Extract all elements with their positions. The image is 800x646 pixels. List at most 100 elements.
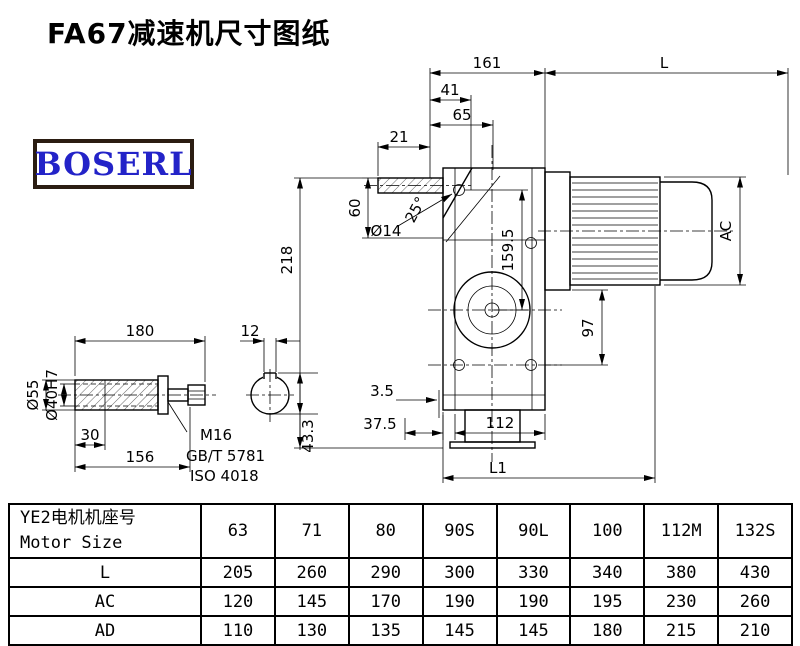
dim-dia55: Ø55 — [24, 379, 75, 411]
dim-180-label: 180 — [126, 322, 155, 340]
dim-dia14: Ø14 — [371, 193, 453, 240]
dim-180: 180 — [74, 322, 206, 382]
table-cell: 145 — [273, 586, 350, 617]
motor — [538, 171, 734, 291]
table-cell: 210 — [717, 615, 793, 646]
table-cell: 132S — [717, 503, 793, 559]
dim-65-label: 65 — [452, 106, 471, 124]
technical-drawing: 161 L 41 65 21 60 — [24, 54, 789, 485]
dim-112-label: 112 — [486, 414, 515, 432]
row-label: AD — [8, 615, 202, 646]
dim-3_5: 3.5 — [370, 382, 440, 418]
dim-AC: AC — [664, 176, 746, 286]
dim-37_5-label: 37.5 — [363, 415, 396, 433]
dim-97: 97 — [545, 289, 608, 366]
table-cell: 380 — [643, 557, 720, 588]
dim-L1: L1 — [442, 286, 656, 483]
dim-156: 156 — [74, 407, 191, 472]
dim-41: 41 — [429, 81, 472, 190]
dim-L: L — [544, 54, 789, 175]
dim-AC-label: AC — [717, 221, 735, 241]
dim-dia40: Ø40H7 — [43, 369, 75, 421]
dim-41-label: 41 — [440, 81, 459, 99]
table-cell: 190 — [495, 586, 572, 617]
dim-angle25-label: 25° — [401, 194, 429, 226]
table-cell: 90L — [495, 503, 572, 559]
table-cell: 100 — [569, 503, 646, 559]
input-shaft — [364, 177, 472, 194]
shaft-detail-view: 180 Ø55 Ø40H7 30 156 M16 — [24, 322, 318, 485]
dim-dia55-label: Ø55 — [24, 380, 42, 411]
dim-37_5: 37.5 — [363, 412, 444, 440]
dim-30: 30 — [74, 410, 106, 450]
table-cell: 260 — [717, 586, 793, 617]
dim-12: 12 — [240, 322, 300, 372]
dim-159_5-label: 159.5 — [499, 229, 517, 272]
dim-L-label: L — [660, 54, 669, 72]
gearbox-housing — [428, 145, 562, 462]
logo-text: BOSERL — [34, 145, 193, 183]
row-label: AC — [8, 586, 202, 617]
dim-60-label: 60 — [346, 198, 364, 217]
dim-L1-label: L1 — [489, 459, 507, 477]
table-cell: 190 — [421, 586, 498, 617]
table-cell: 80 — [347, 503, 424, 559]
table-cell: 145 — [421, 615, 498, 646]
table-cell: 120 — [200, 586, 276, 617]
table-row-AD: AD 110 130 135 145 145 180 215 210 — [8, 615, 793, 646]
table-cell: 71 — [273, 503, 350, 559]
bolt-standard-iso-label: ISO 4018 — [190, 467, 259, 485]
table-cell: 170 — [347, 586, 424, 617]
table-cell: 135 — [347, 615, 424, 646]
table-cell: 340 — [569, 557, 646, 588]
boserl-logo: BOSERL — [33, 139, 194, 189]
table-cell: 180 — [569, 615, 646, 646]
dim-112: 112 — [454, 414, 546, 440]
keyway-section — [246, 369, 294, 422]
table-cell: 110 — [200, 615, 276, 646]
main-view: 161 L 41 65 21 60 — [278, 54, 789, 483]
page-title: FA67减速机尺寸图纸 — [47, 17, 331, 50]
hollow-shaft-section — [58, 375, 216, 415]
table-cell: 430 — [717, 557, 793, 588]
dim-218-label: 218 — [278, 246, 296, 275]
table-cell: 290 — [347, 557, 424, 588]
table-cell: 90S — [421, 503, 498, 559]
dim-97-label: 97 — [579, 318, 597, 337]
dim-159_5: 159.5 — [465, 189, 528, 311]
dim-43_3: 43.3 — [272, 372, 318, 453]
thread-size-label: M16 — [200, 426, 232, 444]
table-header-line1: YE2电机机座号 — [20, 508, 136, 529]
dim-21-label: 21 — [389, 128, 408, 146]
dim-dia40-label: Ø40H7 — [43, 369, 61, 421]
table-row-AC: AC 120 145 170 190 190 195 230 260 — [8, 586, 793, 617]
row-label: L — [8, 557, 202, 588]
dim-60: 60 — [346, 177, 443, 239]
dim-21: 21 — [377, 128, 430, 176]
dim-161-label: 161 — [473, 54, 502, 72]
table-row-L: L 205 260 290 300 330 340 380 430 — [8, 557, 793, 588]
table-cell: 260 — [273, 557, 350, 588]
table-cell: 215 — [643, 615, 720, 646]
dim-156-label: 156 — [126, 448, 155, 466]
table-cell: 112M — [643, 503, 720, 559]
table-cell: 63 — [200, 503, 276, 559]
bolt-standard-gb-label: GB/T 5781 — [186, 447, 265, 465]
dim-65: 65 — [429, 106, 494, 170]
dim-12-label: 12 — [240, 322, 259, 340]
table-cell: 330 — [495, 557, 572, 588]
table-cell: 205 — [200, 557, 276, 588]
dim-dia14-label: Ø14 — [371, 222, 402, 240]
table-cell: 230 — [643, 586, 720, 617]
dim-30-label: 30 — [80, 426, 99, 444]
table-header-label: YE2电机机座号 Motor Size — [8, 503, 202, 559]
table-row-header: YE2电机机座号 Motor Size 63 71 80 90S 90L 100… — [8, 503, 793, 559]
table-header-line2: Motor Size — [20, 533, 123, 553]
motor-size-table: YE2电机机座号 Motor Size 63 71 80 90S 90L 100… — [8, 503, 793, 646]
dim-43_3-label: 43.3 — [299, 419, 317, 452]
table-cell: 145 — [495, 615, 572, 646]
dim-161: 161 — [429, 54, 546, 178]
table-cell: 195 — [569, 586, 646, 617]
table-cell: 130 — [273, 615, 350, 646]
thread-callout: M16 GB/T 5781 ISO 4018 — [167, 401, 265, 485]
